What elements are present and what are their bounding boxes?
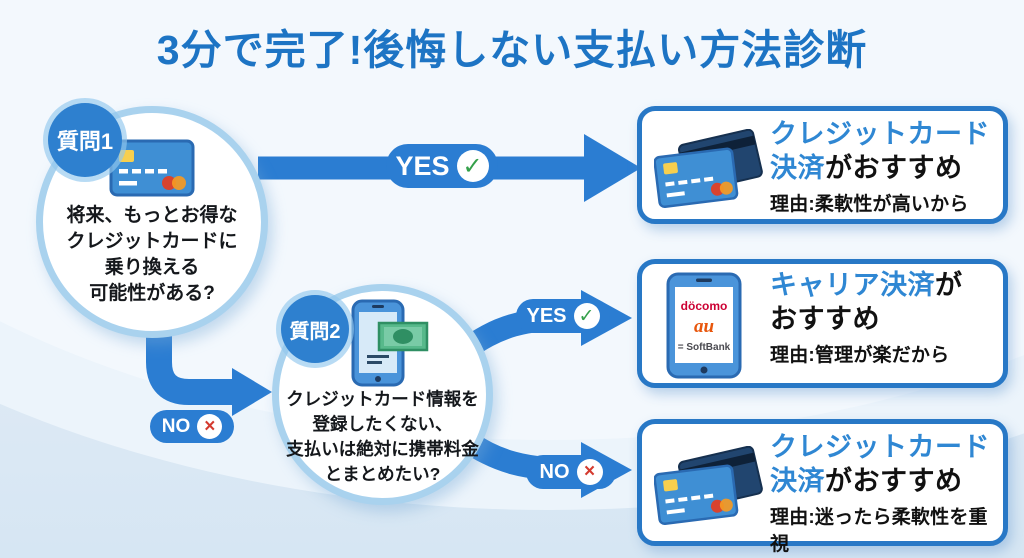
question-2-text: クレジットカード情報を 登録したくない、 支払いは絶対に携帯料金 とまとめたい? bbox=[279, 387, 486, 487]
result-1-title-black: がおすすめ bbox=[825, 153, 963, 183]
result-3-reason: 理由:迷ったら柔軟性を重視 bbox=[770, 507, 988, 555]
no-elbow-shaft bbox=[146, 322, 234, 405]
result-3-title: クレジットカード 決済がおすすめ bbox=[770, 430, 1003, 498]
result-2-text: キャリア決済が おすすめ 理由:管理が楽だから bbox=[770, 268, 963, 367]
question-2-line: クレジットカード情報を bbox=[286, 389, 479, 409]
page-title: 3分で完了!後悔しない支払い方法診断 bbox=[156, 27, 868, 73]
softbank-logo: = SoftBank bbox=[678, 342, 731, 353]
smartphone-money-icon bbox=[333, 299, 433, 392]
result-2-reason: 理由:管理が楽だから bbox=[770, 345, 950, 366]
no-elbow-head bbox=[232, 368, 272, 416]
result-2-title-black1: が bbox=[935, 270, 963, 300]
q1-yes-text: YES bbox=[395, 150, 450, 181]
question-2-line: 登録したくない、 bbox=[312, 414, 453, 434]
result-credit-card-bottom: クレジットカード 決済がおすすめ 理由:迷ったら柔軟性を重視 bbox=[637, 419, 1008, 555]
question-1-line: クレジットカードに bbox=[66, 231, 238, 252]
question-2-line: 支払いは絶対に携帯料金 bbox=[286, 439, 479, 459]
result-2-title-blue: キャリア決済 bbox=[770, 270, 935, 300]
question-1-badge: 質問1 bbox=[48, 103, 122, 177]
question-1-line: 将来、もっとお得な bbox=[66, 205, 238, 226]
q1-no-text: NO bbox=[161, 415, 191, 437]
result-1-title-line1: クレジットカード bbox=[770, 119, 990, 149]
result-1-reason: 理由:柔軟性が高いから bbox=[770, 194, 969, 215]
result-credit-card-top: クレジットカード 決済がおすすめ 理由:柔軟性が高いから bbox=[637, 106, 1008, 224]
question-2-line: とまとめたい? bbox=[324, 464, 441, 484]
au-logo: au bbox=[694, 316, 714, 337]
question-2-badge: 質問2 bbox=[281, 295, 349, 363]
question-1-line: 乗り換える bbox=[104, 257, 200, 278]
question-1-line: 可能性がある? bbox=[89, 283, 215, 304]
question-1-text: 将来、もっとお得な クレジットカードに 乗り換える 可能性がある? bbox=[43, 203, 261, 307]
result-1-text: クレジットカード 決済がおすすめ 理由:柔軟性が高いから bbox=[770, 117, 990, 216]
check-icon: ✓ bbox=[573, 303, 600, 329]
q2-yes-label: YES ✓ bbox=[516, 299, 610, 333]
result-1-title: クレジットカード 決済がおすすめ bbox=[770, 117, 990, 185]
credit-cards-icon bbox=[653, 445, 766, 533]
yes-arrow-1-head bbox=[584, 134, 641, 202]
q2-no-text: NO bbox=[539, 460, 570, 483]
result-3-text: クレジットカード 決済がおすすめ 理由:迷ったら柔軟性を重視 bbox=[770, 430, 1003, 556]
no-elbow-arrow bbox=[146, 322, 272, 416]
credit-cards-icon bbox=[653, 128, 766, 216]
result-3-title-black: がおすすめ bbox=[825, 466, 963, 496]
result-carrier-payment: döcomo au = SoftBank キャリア決済が おすすめ 理由:管理が… bbox=[637, 259, 1008, 388]
result-2-title-black2: おすすめ bbox=[770, 304, 880, 334]
q1-yes-label: YES ✓ bbox=[386, 144, 498, 188]
q1-no-label: NO × bbox=[150, 410, 234, 443]
credit-card-icon bbox=[109, 139, 195, 202]
docomo-logo: döcomo bbox=[681, 299, 728, 313]
cross-icon: × bbox=[576, 459, 603, 485]
check-icon: ✓ bbox=[456, 150, 489, 182]
result-2-title: キャリア決済が おすすめ bbox=[770, 268, 963, 336]
cross-icon: × bbox=[197, 414, 223, 439]
result-3-title-line1: クレジットカード bbox=[770, 432, 990, 462]
q2-yes-text: YES bbox=[526, 304, 567, 327]
q2-no-label: NO × bbox=[526, 455, 616, 489]
carrier-phone-icon: döcomo au = SoftBank bbox=[664, 272, 744, 385]
result-3-title-blue: 決済 bbox=[770, 466, 825, 496]
result-1-title-blue: 決済 bbox=[770, 153, 825, 183]
